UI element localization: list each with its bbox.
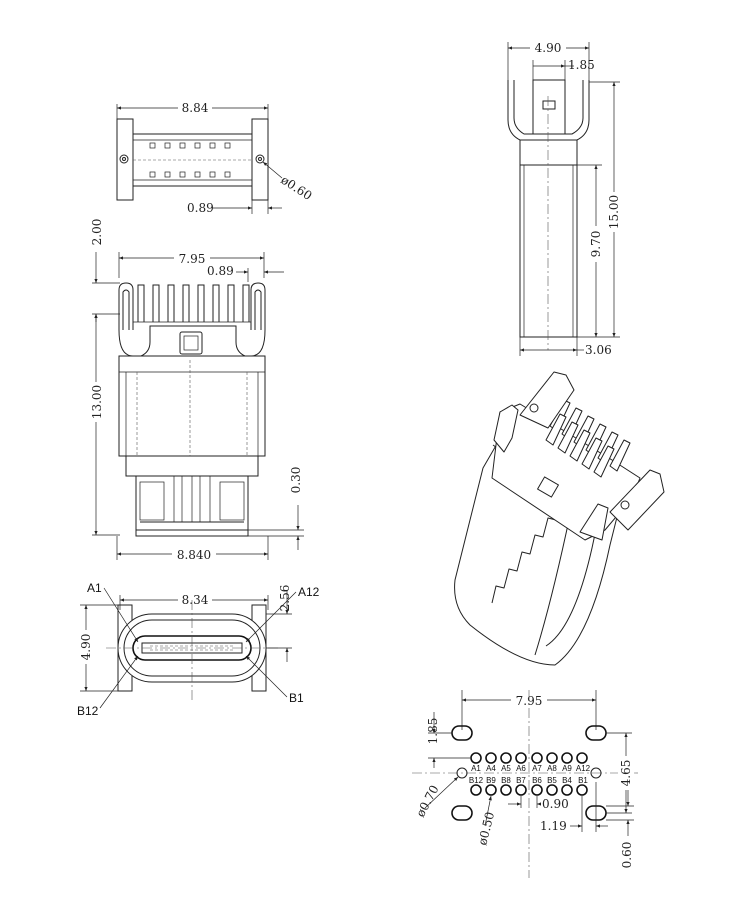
pcb-pad-dia-label: ø0.50 (475, 810, 497, 846)
isometric-view (454, 371, 665, 666)
pcb-pitch-label: 0.90 (542, 797, 569, 811)
pin-label: A8 (547, 764, 557, 773)
end-height-label: 4.90 (79, 634, 93, 661)
pin-label: A4 (486, 764, 496, 773)
side-tab-label: 1.85 (568, 58, 595, 72)
front-pin-span-label: 7.95 (179, 252, 206, 266)
iso-right-bracket (609, 469, 665, 531)
top-width-label: 8.84 (182, 101, 209, 115)
top-right-end (251, 118, 269, 201)
pcb-slot-dia-label: ø0.70 (413, 783, 441, 820)
side-width-label: 4.90 (535, 41, 562, 55)
end-label-a12: A12 (298, 585, 320, 599)
pin-label: A7 (532, 764, 542, 773)
pcb-peg-left (456, 767, 468, 779)
front-side-offset-label: 0.89 (207, 264, 234, 278)
side-bottom-label: 3.06 (585, 343, 612, 357)
iso-left-bracket (519, 371, 575, 429)
front-housing-top (118, 325, 266, 357)
iso-left-leg (493, 404, 519, 453)
top-right-hole (255, 154, 265, 164)
pin-label: A12 (576, 764, 591, 773)
end-label-a1: A1 (87, 581, 102, 595)
pcb-pin-span-label: 7.95 (516, 694, 543, 708)
side-body-length-label: 9.70 (589, 231, 603, 258)
side-legs (507, 80, 590, 165)
end-label-b12: B12 (77, 704, 99, 718)
pin-label: B4 (562, 776, 572, 785)
top-end-gap-label: 0.89 (187, 201, 214, 215)
end-width-label: 8.34 (182, 593, 209, 607)
pcb-layout: 7.95 A1 A4 A5 A6 A7 A8 A9 A (412, 690, 640, 878)
pcb-top-offset-label: 1.85 (426, 718, 440, 745)
pin-label: A5 (501, 764, 511, 773)
front-bottom-width-label: 8.840 (177, 548, 211, 562)
pcb-row-spacing-label: 4.65 (619, 760, 633, 787)
end-view: 8.34 4.90 2.56 A1 A12 B12 B1 (77, 581, 320, 718)
front-shell (118, 355, 266, 457)
side-latch (542, 100, 556, 110)
hole-diameter-label: ø0.60 (278, 173, 314, 203)
pin-label: B12 (469, 776, 484, 785)
pcb-slot-offset-label: 1.19 (540, 819, 567, 833)
side-shell (519, 164, 578, 338)
pin-label: A1 (471, 764, 481, 773)
side-view: 4.90 1.85 15.00 9.70 3.06 (507, 40, 622, 357)
front-top-height-label: 2.00 (90, 219, 104, 246)
pin-label: B5 (547, 776, 557, 785)
pcb-labels-row-b: B12 B9 B8 B7 B6 B5 B4 B1 (469, 776, 589, 785)
pcb-slot-bl (451, 805, 473, 821)
front-step-label: 0.30 (289, 467, 303, 494)
pin-label: B8 (501, 776, 511, 785)
iso-contacts (537, 391, 631, 478)
top-pin-row (149, 142, 231, 178)
top-left-hole (119, 154, 129, 164)
front-contacts (118, 282, 266, 330)
front-lower-shell (125, 456, 259, 477)
pin-label: B6 (532, 776, 542, 785)
pin-label: B7 (516, 776, 526, 785)
pcb-peg-right (590, 767, 602, 779)
pin-label: B9 (486, 776, 496, 785)
pcb-pad-row-a (470, 752, 588, 764)
pin-label: B1 (578, 776, 588, 785)
side-length-label: 15.00 (607, 195, 621, 229)
pcb-bottom-label: 0.60 (620, 842, 634, 869)
front-body-height-label: 13.00 (90, 385, 104, 419)
iso-right-leg (579, 503, 609, 541)
end-label-b1: B1 (289, 691, 304, 705)
front-latch-window (179, 331, 203, 355)
pin-label: A6 (516, 764, 526, 773)
top-view: 8.84 ø0.60 0.89 (116, 100, 314, 215)
end-offset-label: 2.56 (278, 585, 292, 612)
pcb-pad-row-b (470, 784, 588, 796)
pin-label: A9 (562, 764, 572, 773)
front-view: 7.95 0.89 2.00 13.00 (88, 219, 304, 562)
pcb-labels-row-a: A1 A4 A5 A6 A7 A8 A9 A12 (471, 764, 591, 773)
